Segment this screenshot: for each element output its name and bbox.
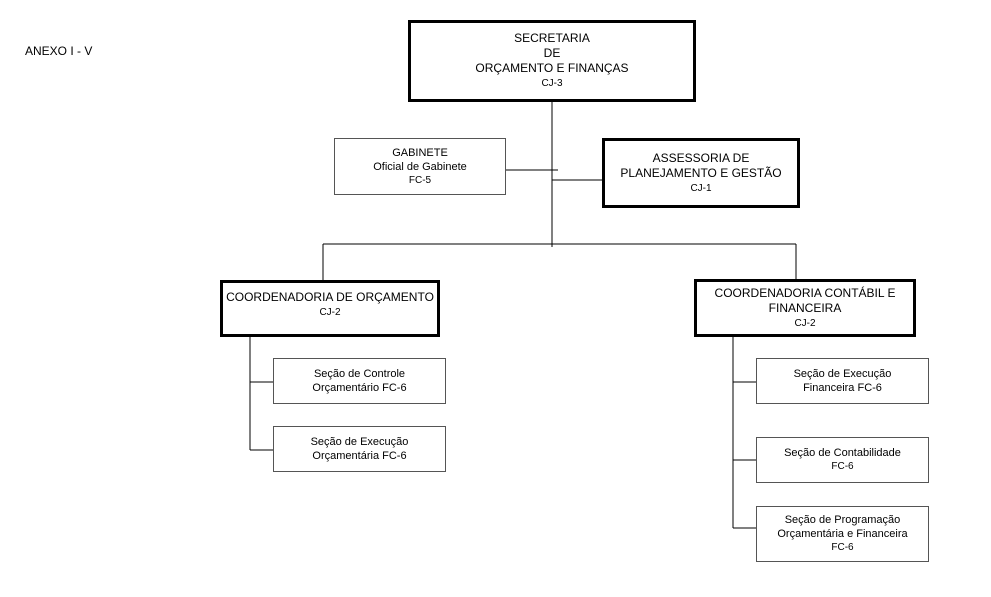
secretaria-box: SECRETARIA DE ORÇAMENTO E FINANÇAS CJ-3	[408, 20, 696, 102]
coord-contabil-box: COORDENADORIA CONTÁBIL E FINANCEIRA CJ-2	[694, 279, 916, 337]
assessoria-box: ASSESSORIA DE PLANEJAMENTO E GESTÃO CJ-1	[602, 138, 800, 208]
secao-exec-fin-box: Seção de Execução Financeira FC-6	[756, 358, 929, 404]
coord-orcamento-box: COORDENADORIA DE ORÇAMENTO CJ-2	[220, 280, 440, 337]
secao-contab-box: Seção de Contabilidade FC-6	[756, 437, 929, 483]
annex-label: ANEXO I - V	[25, 44, 93, 58]
secao-controle-box: Seção de Controle Orçamentário FC-6	[273, 358, 446, 404]
secao-prog-box: Seção de Programação Orçamentária e Fina…	[756, 506, 929, 562]
gabinete-box: GABINETE Oficial de Gabinete FC-5	[334, 138, 506, 195]
secao-exec-orc-box: Seção de Execução Orçamentária FC-6	[273, 426, 446, 472]
